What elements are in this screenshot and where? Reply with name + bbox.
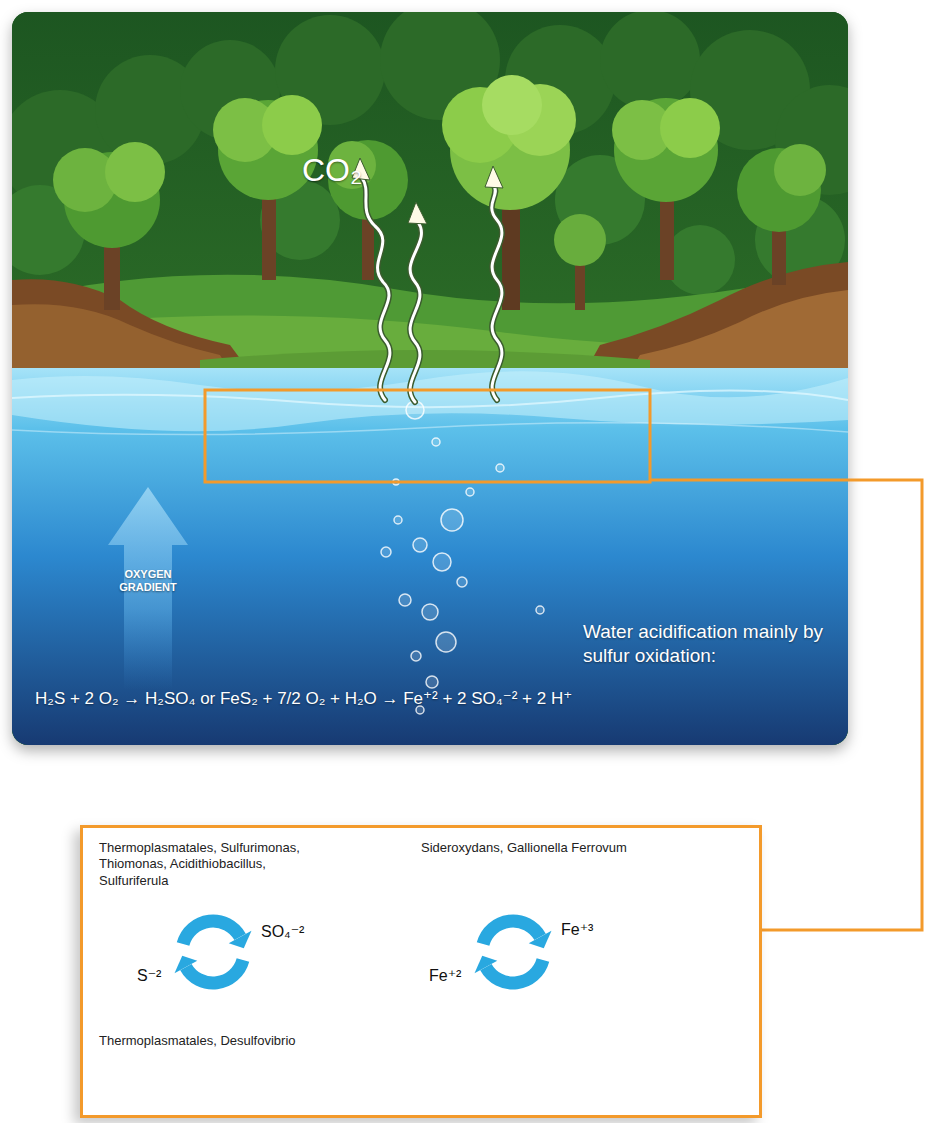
ion-label: Fe⁺² <box>429 966 461 986</box>
cycle-arrow <box>483 921 540 944</box>
sulfur-cycle: SO₄⁻² S⁻² <box>113 900 333 1010</box>
cycle-arrowhead <box>529 931 552 949</box>
ion-label: S⁻² <box>137 966 161 986</box>
iron-cycle: Fe⁺³ Fe⁺² <box>413 900 633 1010</box>
equation-text: H₂S + 2 O₂ → H₂SO₄ or FeS₂ + 7/2 O₂ + H₂… <box>35 688 572 709</box>
cycle-arrowhead <box>229 931 252 949</box>
cycle-symbol <box>413 900 633 1010</box>
cycle-arrowhead <box>175 956 198 974</box>
species-list: Thermoplasmatales, Desulfovibrio <box>99 1033 379 1049</box>
ion-label: SO₄⁻² <box>261 922 304 942</box>
gradient-label: OXYGEN GRADIENT <box>108 568 188 593</box>
cycle-arrow <box>486 960 543 983</box>
cycle-arrowhead <box>475 956 498 974</box>
scene-panel: CO₂ OXYGEN GRADIENT Water acidification ma… <box>12 12 848 745</box>
gas-label: CO₂ <box>302 150 362 190</box>
note-text: Water acidification mainly by sulfur oxi… <box>583 620 833 668</box>
cycle-symbol <box>113 900 333 1010</box>
detail-box: Thermoplasmatales, Sulfurimonas, Thiomon… <box>80 825 762 1118</box>
species-list: Thermoplasmatales, Sulfurimonas, Thiomon… <box>99 840 324 889</box>
ion-label: Fe⁺³ <box>561 920 593 940</box>
cycle-arrow <box>183 921 240 944</box>
species-list: Sideroxydans, Gallionella Ferrovum <box>421 840 631 856</box>
cycle-arrow <box>186 960 243 983</box>
